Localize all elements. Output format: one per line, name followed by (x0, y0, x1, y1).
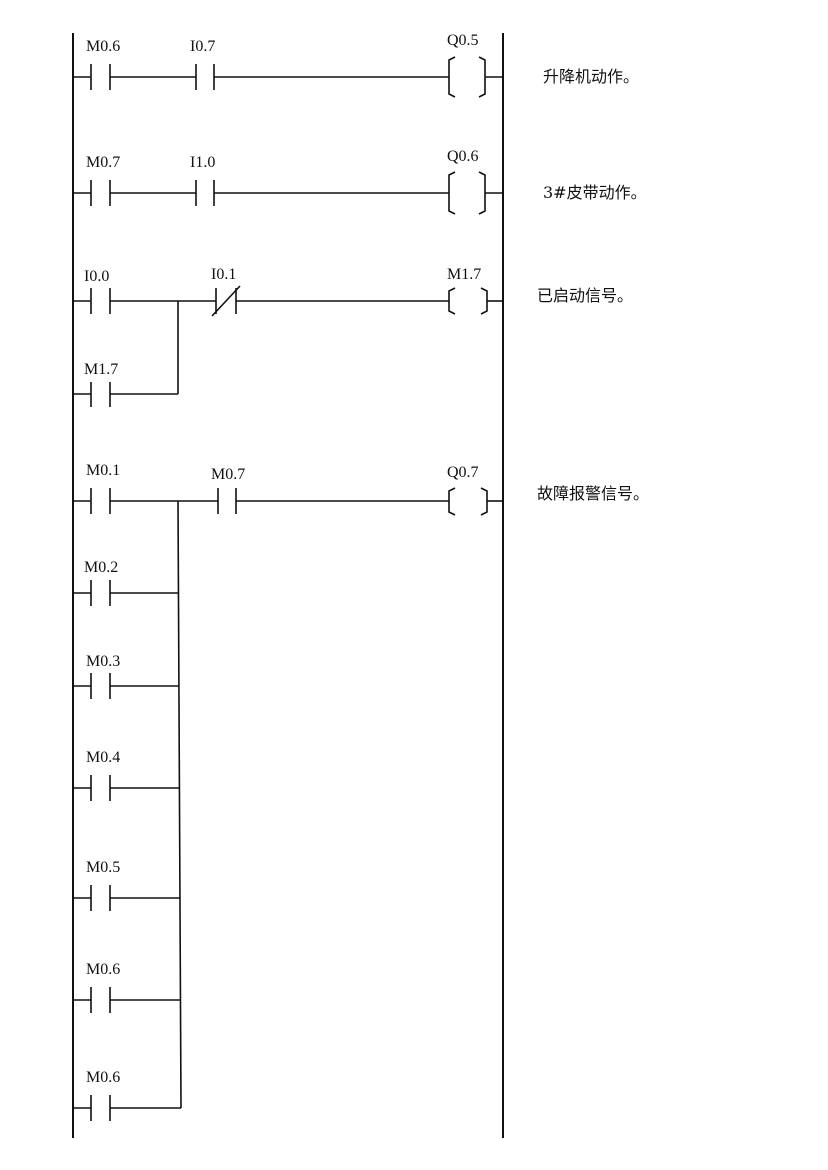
coil-address: Q0.5 (447, 32, 479, 49)
contact-nc (211, 285, 241, 317)
rung-1: M0.6 I0.7 Q0.5 升降机动作。 (73, 32, 639, 98)
contact-address: M0.7 (86, 154, 120, 171)
contact-no (73, 180, 111, 206)
rung-4: M0.1 M0.7 Q0.7 M0.2 M0.3 M0.4 M0.5 M0.6 … (73, 462, 649, 1121)
rung-comment: 已启动信号。 (537, 286, 633, 305)
contact-no (73, 1095, 111, 1121)
contact-address: I0.1 (211, 266, 236, 283)
contact-address: I0.0 (84, 268, 109, 285)
contact-address: M0.4 (86, 749, 120, 766)
coil-address: M1.7 (447, 266, 481, 283)
contact-address: M0.7 (211, 466, 245, 483)
rung-3: I0.0 I0.1 M1.7 M1.7 已启动信号。 (73, 266, 633, 407)
coil (448, 56, 503, 98)
contact-address: I1.0 (190, 154, 215, 171)
contact-address: M0.6 (86, 961, 120, 978)
contact-address: M0.6 (86, 38, 120, 55)
contact-no (195, 180, 215, 206)
contact-address: M1.7 (84, 361, 118, 378)
contact-address: M0.5 (86, 859, 120, 876)
rung-comment: 升降机动作。 (543, 67, 639, 86)
contact-no (195, 64, 215, 90)
coil (448, 287, 503, 315)
rung-2: M0.7 I1.0 Q0.6 3#皮带动作。 (73, 148, 647, 215)
coil-address: Q0.6 (447, 148, 479, 165)
contact-address: M0.3 (86, 653, 120, 670)
branch-wire (177, 500, 182, 1109)
contact-no (73, 885, 111, 911)
coil (448, 487, 503, 516)
contact-no (73, 580, 111, 606)
contact-no (217, 488, 237, 514)
contact-no (73, 775, 111, 801)
rung-comment: 3#皮带动作。 (543, 183, 647, 202)
contact-no (73, 288, 111, 314)
contact-no (73, 488, 111, 514)
contact-address: M0.1 (86, 462, 120, 479)
coil-address: Q0.7 (447, 464, 479, 481)
contact-no (73, 987, 111, 1013)
contact-address: M0.2 (84, 559, 118, 576)
coil (448, 171, 503, 215)
contact-address: M0.6 (86, 1069, 120, 1086)
contact-no (73, 382, 111, 407)
contact-no (73, 673, 111, 699)
rung-comment: 故障报警信号。 (537, 484, 649, 503)
contact-no (73, 64, 111, 90)
contact-address: I0.7 (190, 38, 215, 55)
